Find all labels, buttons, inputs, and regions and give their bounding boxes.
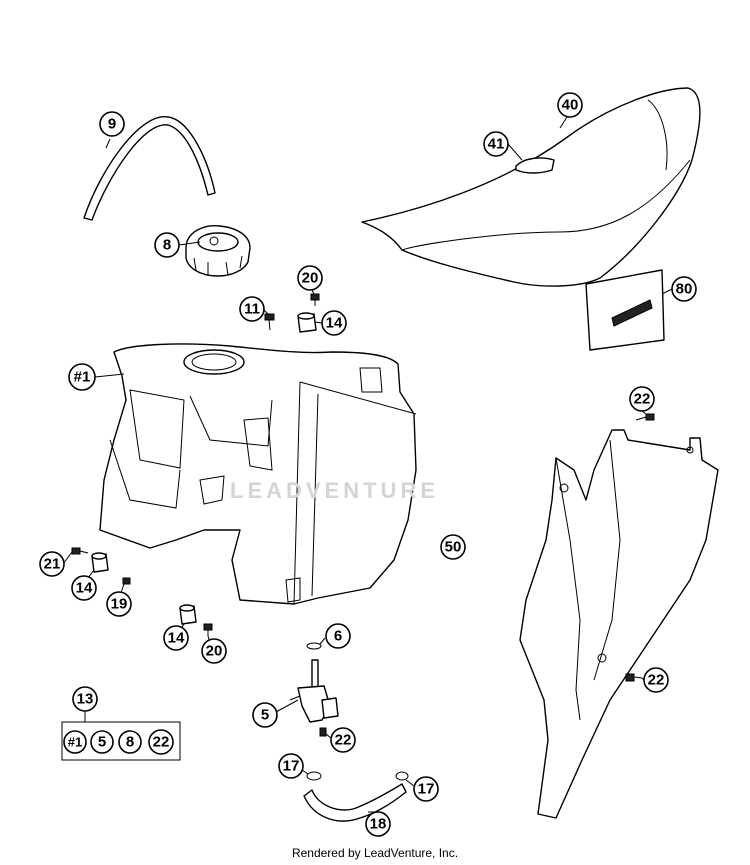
svg-text:6: 6 [334, 628, 342, 645]
fuel-tap [289, 659, 339, 723]
footer-credit: Rendered by LeadVenture, Inc. [291, 846, 459, 860]
fuel-cap [185, 225, 251, 277]
hose-clamp-right [395, 771, 409, 781]
svg-text:14: 14 [76, 580, 93, 597]
svg-text:11: 11 [244, 301, 260, 318]
callout-18: 18 [365, 811, 391, 837]
breather-hose [83, 116, 216, 221]
kit-item-1: #1 [63, 730, 87, 754]
decal-sticker [585, 269, 665, 351]
kit-item-5: 5 [90, 730, 114, 754]
svg-text:22: 22 [634, 391, 651, 408]
callout-9: 9 [99, 111, 125, 137]
screw-21 [71, 547, 89, 555]
callout-41: 41 [483, 131, 509, 157]
svg-text:5: 5 [261, 707, 269, 724]
seat [361, 87, 701, 287]
callout-8: 8 [154, 232, 180, 258]
svg-text:13: 13 [77, 691, 94, 708]
svg-text:8: 8 [126, 734, 134, 751]
callout-50: 50 [440, 534, 466, 560]
svg-text:21: 21 [44, 556, 61, 573]
callout-13: 13 [72, 686, 98, 712]
screw-11 [264, 313, 275, 331]
svg-text:20: 20 [206, 643, 223, 660]
callout-22-right: 22 [643, 667, 669, 693]
spacer-14-lower [179, 604, 197, 625]
spacer-14-top [297, 312, 317, 333]
svg-text:14: 14 [326, 315, 343, 332]
watermark: LEADVENTURE [230, 478, 440, 503]
hose-clamp-left [306, 771, 322, 781]
callout-20-lower: 20 [201, 638, 227, 664]
svg-text:22: 22 [335, 732, 352, 749]
svg-text:40: 40 [562, 97, 579, 114]
screw-22-right [625, 673, 643, 682]
svg-text:20: 20 [302, 270, 319, 287]
callout-19: 19 [106, 591, 132, 617]
svg-text:22: 22 [153, 734, 170, 751]
callout-40: 40 [557, 92, 583, 118]
svg-text:5: 5 [98, 734, 106, 751]
screw-20-lower [203, 623, 213, 636]
callout-1: #1 [68, 363, 96, 391]
callout-22-top: 22 [629, 386, 655, 412]
kit-item-22: 22 [148, 729, 174, 755]
svg-text:9: 9 [108, 116, 116, 133]
callout-14-left: 14 [71, 575, 97, 601]
callout-14-top: 14 [321, 310, 347, 336]
o-ring [306, 642, 322, 650]
callout-17-right: 17 [413, 776, 439, 802]
fuel-tank [99, 343, 417, 605]
callout-21: 21 [39, 551, 65, 577]
callout-5: 5 [252, 702, 278, 728]
svg-text:17: 17 [283, 758, 300, 775]
svg-text:#1: #1 [68, 735, 82, 750]
svg-text:8: 8 [163, 237, 171, 254]
kit-box-13 [61, 721, 181, 761]
callout-22-tap: 22 [330, 727, 356, 753]
callout-11: 11 [239, 296, 265, 322]
callout-6: 6 [325, 623, 351, 649]
callout-20-top: 20 [297, 265, 323, 291]
svg-text:#1: #1 [74, 369, 91, 386]
svg-text:22: 22 [648, 672, 665, 689]
svg-text:41: 41 [488, 136, 505, 153]
kit-item-8: 8 [118, 730, 142, 754]
callout-80: 80 [671, 276, 697, 302]
seat-bumper [515, 157, 555, 174]
fuel-hose [303, 783, 407, 822]
nut-19 [122, 577, 131, 585]
screw-22-top [635, 413, 655, 421]
callout-17-left: 17 [278, 753, 304, 779]
screw-20-top [310, 293, 320, 306]
svg-text:80: 80 [676, 281, 693, 298]
svg-text:50: 50 [445, 539, 462, 556]
spacer-14-left [91, 552, 109, 573]
radiator-spoiler [519, 429, 719, 819]
svg-text:14: 14 [168, 630, 185, 647]
svg-text:17: 17 [418, 781, 435, 798]
svg-text:19: 19 [111, 596, 128, 613]
screw-22-tap [319, 727, 327, 737]
svg-text:18: 18 [370, 816, 387, 833]
callout-14-lower: 14 [163, 625, 189, 651]
